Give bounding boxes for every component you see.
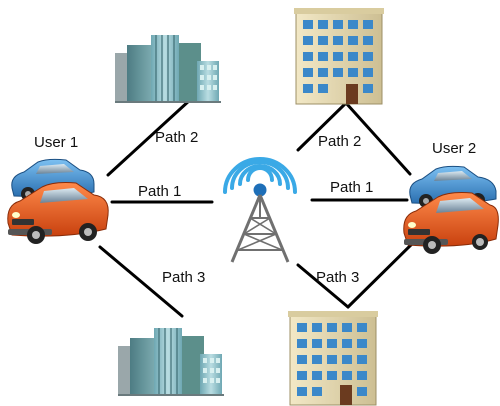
- right-path3-label: Path 3: [316, 269, 360, 286]
- right-path2-label: Path 2: [318, 133, 362, 150]
- left-path2-label: Path 2: [155, 129, 199, 146]
- left-path3-label: Path 3: [162, 269, 206, 286]
- line-user2-path2: [296, 101, 348, 152]
- user2-label: User 2: [432, 140, 477, 157]
- office-buildings-icon: [118, 328, 224, 396]
- line-user2-path3b: [346, 236, 420, 309]
- apartment-tower-icon: [288, 311, 378, 406]
- line-user2-path3a: [296, 263, 350, 309]
- signal-waves-icon: [223, 157, 297, 194]
- connection-lines: [98, 98, 420, 318]
- left-path1-label: Path 1: [138, 183, 182, 200]
- right-path1-label: Path 1: [330, 179, 374, 196]
- user2-cars: [403, 165, 499, 254]
- line-user2-path2b: [344, 101, 412, 176]
- car-icon: [403, 192, 499, 254]
- user1-label: User 1: [34, 134, 79, 151]
- apartment-tower-icon: [294, 8, 384, 105]
- user1-cars: [7, 158, 109, 244]
- car-icon: [7, 182, 109, 244]
- office-buildings-icon: [115, 35, 221, 103]
- line-user1-path3: [98, 245, 184, 318]
- line-user1-path2: [106, 98, 192, 177]
- cell-tower-icon: [230, 183, 290, 263]
